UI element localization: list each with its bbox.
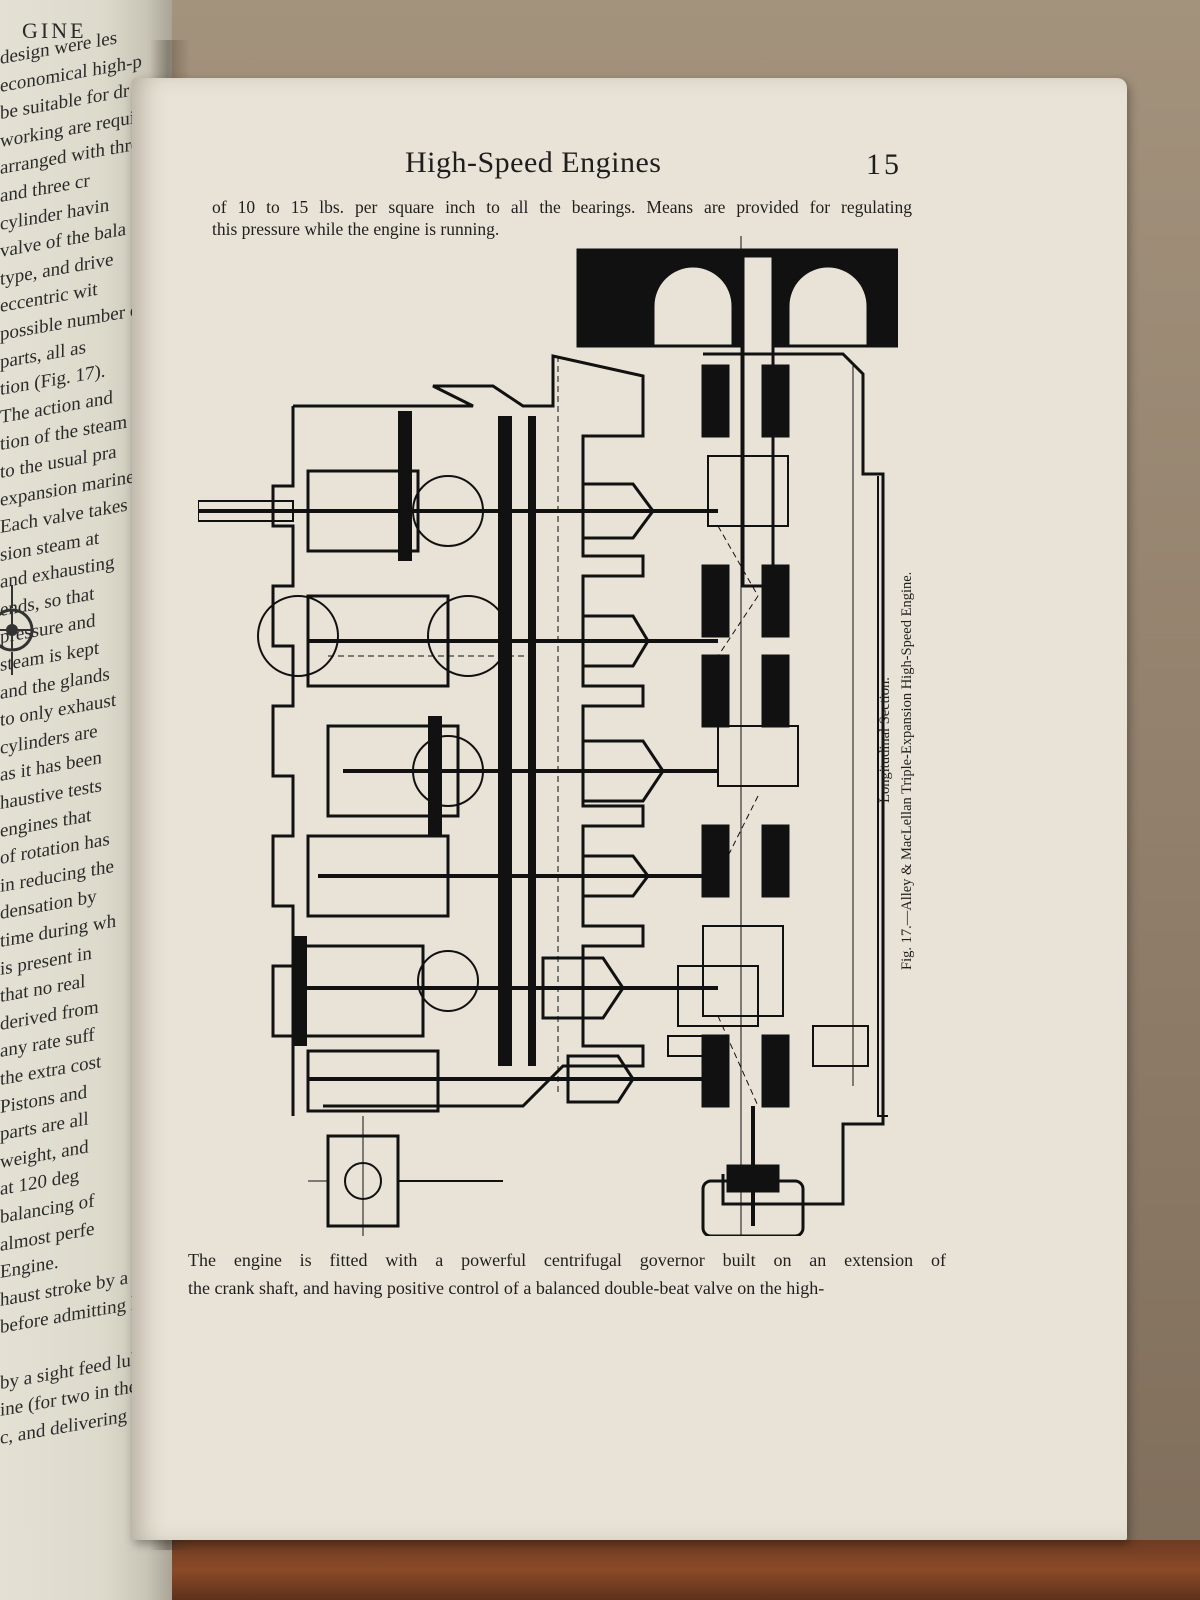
bottom-paragraph: The engine is fitted with a powerful cen… [188,1246,946,1302]
figure-caption-line: Longitudinal Section. [877,677,893,803]
wheel-diagram-fragment [0,585,34,675]
bottom-paragraph-line: The engine is fitted with a powerful cen… [188,1250,946,1270]
top-paragraph: of 10 to 15 lbs. per square inch to all … [212,196,912,240]
top-paragraph-line: of 10 to 15 lbs. per square inch to all … [212,197,912,217]
bottom-paragraph-line: the crank shaft, and having positive con… [188,1278,825,1298]
left-page-header: GINE [22,18,87,43]
figure-caption-line: Fig. 17.—Alley & MacLellan Triple-Expans… [899,571,915,970]
engine-section-drawing [198,236,898,1236]
book-cover-edge [110,1540,1200,1600]
top-paragraph-line: this pressure while the engine is runnin… [212,219,500,239]
running-head: High-Speed Engines [405,146,662,179]
figure-caption: Longitudinal Section. Fig. 17.—Alley & M… [874,510,918,970]
page-number: 15 [866,148,902,181]
